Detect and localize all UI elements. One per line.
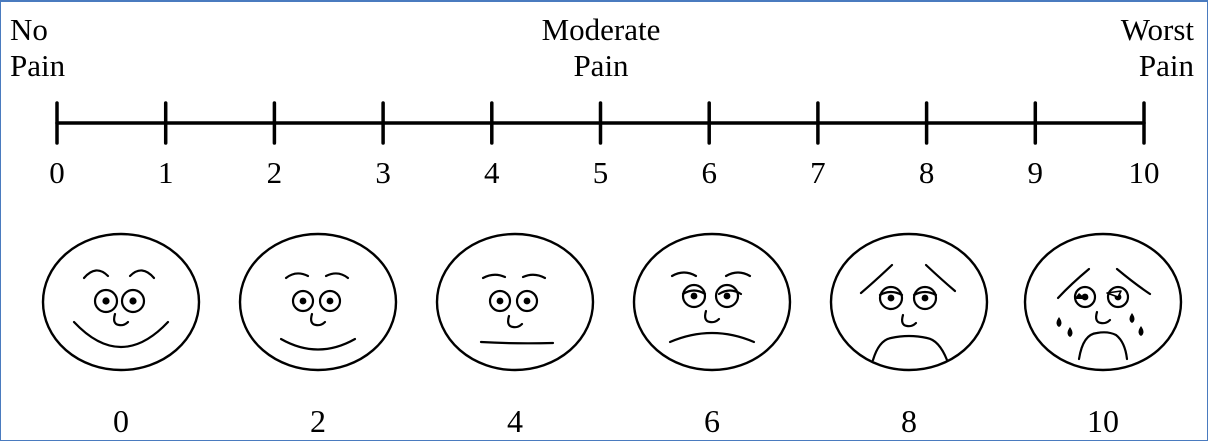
tick-label-4: 4 xyxy=(484,155,500,190)
face-label-10: 10 xyxy=(1087,403,1119,439)
face-grimace xyxy=(829,232,989,372)
tear-drop xyxy=(1129,313,1135,323)
no-pain-line-1: No xyxy=(10,12,48,47)
tick-label-0: 0 xyxy=(49,155,65,190)
no-pain-line-2: Pain xyxy=(10,48,66,83)
tick-label-8: 8 xyxy=(919,155,935,190)
face-slight-smile xyxy=(238,232,398,372)
face-label-0: 0 xyxy=(113,403,129,439)
face-crying xyxy=(1023,232,1183,372)
tick-label-6: 6 xyxy=(701,155,717,190)
worst-pain-line-1: Worst xyxy=(1120,12,1194,47)
face-label-2: 2 xyxy=(310,403,326,439)
face-outline xyxy=(1023,232,1183,372)
tear-drop xyxy=(1056,317,1062,327)
scale-line xyxy=(55,101,1146,145)
tick-label-2: 2 xyxy=(267,155,283,190)
face-outline xyxy=(632,232,792,372)
tear-drop xyxy=(1138,326,1144,336)
tick-labels: 0 1 2 3 4 5 6 7 8 9 10 xyxy=(49,155,1159,190)
no-pain-label: No Pain xyxy=(10,12,65,84)
face-frown xyxy=(632,232,792,372)
faces xyxy=(41,232,1183,372)
face-label-8: 8 xyxy=(901,403,917,439)
tick-label-9: 9 xyxy=(1028,155,1044,190)
face-outline xyxy=(238,232,398,372)
face-label-6: 6 xyxy=(704,403,720,439)
face-outline xyxy=(829,232,989,372)
moderate-pain-line-1: Moderate xyxy=(541,12,661,47)
tear-drop xyxy=(1067,327,1073,337)
tick-label-10: 10 xyxy=(1129,155,1160,190)
tick-label-7: 7 xyxy=(810,155,826,190)
face-smiling xyxy=(41,232,201,372)
tick-label-3: 3 xyxy=(375,155,391,190)
moderate-pain-label: Moderate Pain xyxy=(506,12,696,84)
face-labels: 0 2 4 6 8 10 xyxy=(113,403,1119,439)
tick-label-1: 1 xyxy=(158,155,174,190)
moderate-pain-line-2: Pain xyxy=(573,48,629,83)
worst-pain-line-2: Pain xyxy=(1138,48,1194,83)
face-neutral xyxy=(435,232,595,372)
face-label-4: 4 xyxy=(507,403,523,439)
face-outline xyxy=(435,232,595,372)
tick-label-5: 5 xyxy=(593,155,609,190)
worst-pain-label: Worst Pain xyxy=(1121,12,1194,84)
